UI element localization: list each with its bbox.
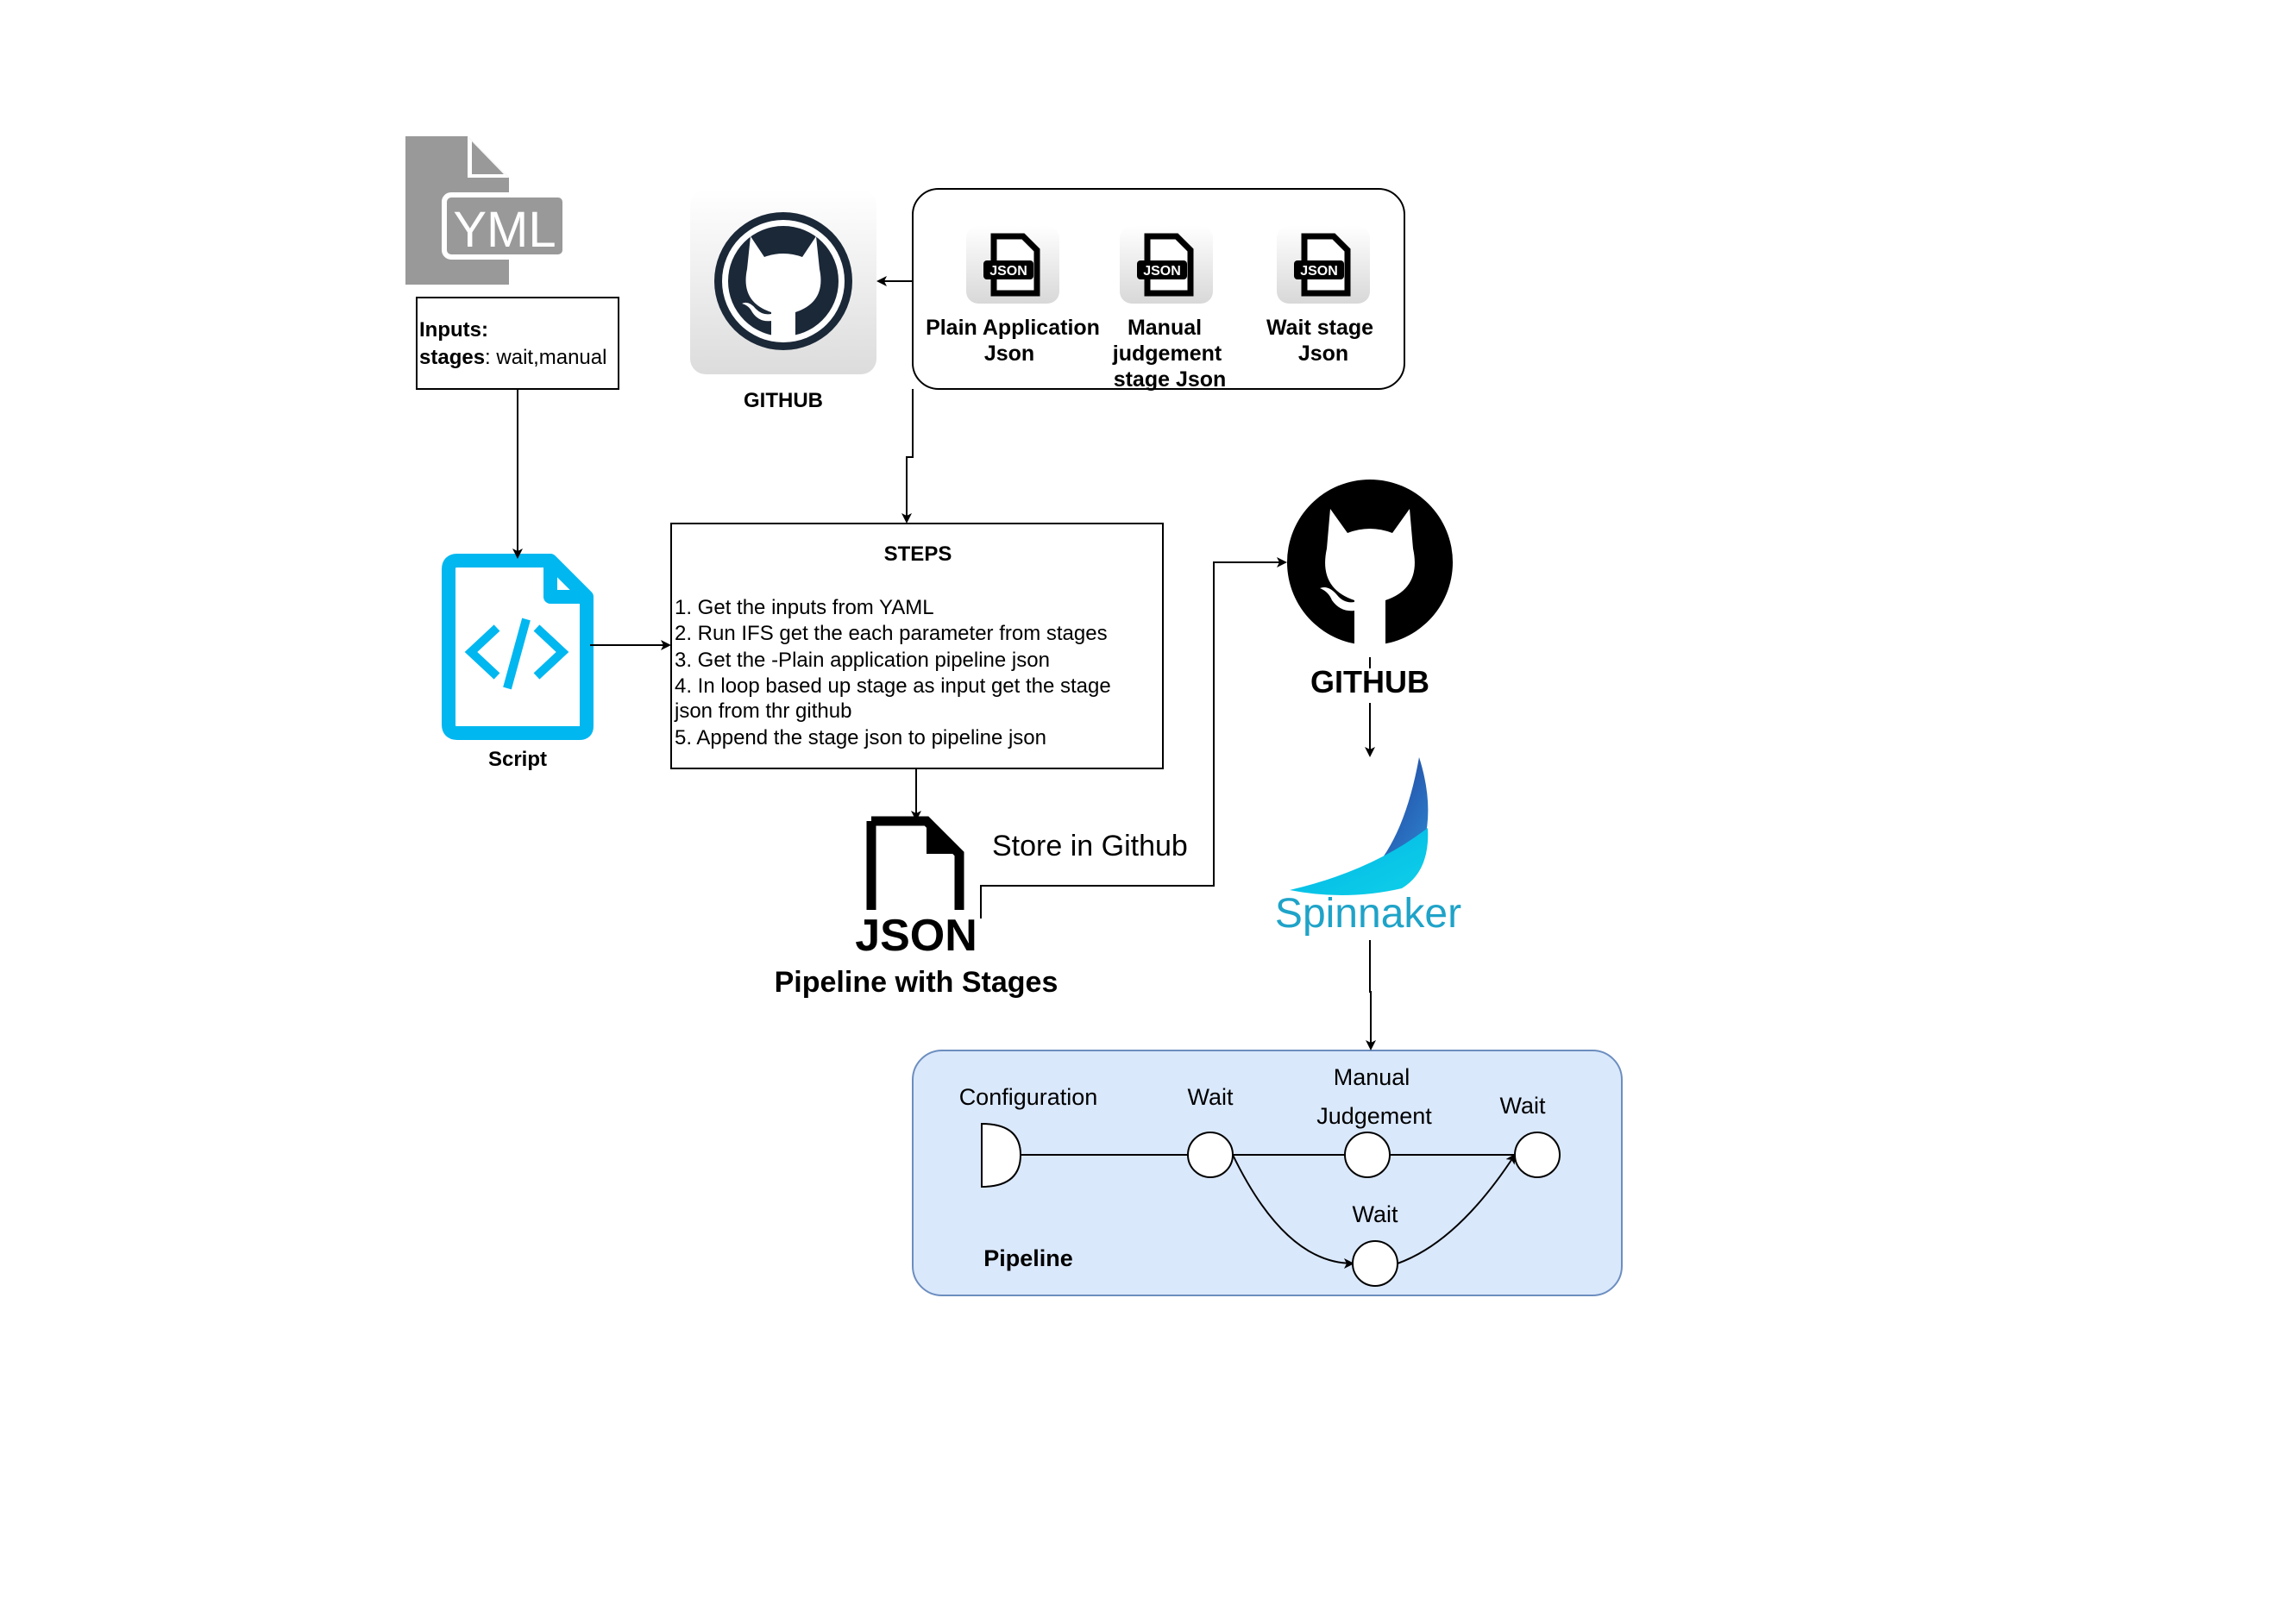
wait-node-end <box>1514 1132 1561 1178</box>
spinnaker-to-pipeline-arrow <box>1366 940 1376 1050</box>
inputs-title: Inputs: <box>419 318 488 342</box>
json-repo-box: JSON Plain Application Json JSON Manual … <box>912 188 1405 392</box>
inputs-stages: stages: wait,manual <box>419 346 606 369</box>
steps-title: STEPS <box>884 542 952 566</box>
spinnaker-logo: Spinnaker <box>1275 757 1461 937</box>
lower-to-end-edge <box>1397 1153 1517 1264</box>
step-line-3: 3. Get the -Plain application pipeline j… <box>675 649 1050 672</box>
repo-to-steps-arrow <box>901 389 914 524</box>
pipeline-json-badge: JSON <box>855 911 977 961</box>
wait-label-1: Wait <box>1188 1084 1234 1110</box>
wait-to-lower-edge <box>1232 1154 1354 1269</box>
manual-label-1: Manual <box>1334 1064 1410 1090</box>
wait-json-label-2: Json <box>1298 342 1348 366</box>
github-right-label: GITHUB <box>1310 664 1429 699</box>
steps-box: STEPS 1. Get the inputs from YAML 2. Run… <box>670 523 1164 769</box>
wait-node-lower <box>1352 1240 1398 1287</box>
script-label: Script <box>488 748 547 771</box>
github-icon <box>714 212 852 350</box>
plain-json-label-2: Json <box>984 342 1034 366</box>
manual-json-label-2: judgement <box>1112 342 1222 366</box>
spinnaker-label: Spinnaker <box>1275 891 1461 937</box>
step-line-5: json from thr github <box>674 699 851 723</box>
plain-json-label-1: Plain Application <box>926 316 1100 340</box>
wait-label-lower: Wait <box>1353 1201 1398 1227</box>
configuration-label: Configuration <box>959 1084 1098 1110</box>
json-to-github-arrow <box>980 557 1287 919</box>
inputs-box: Inputs: stages: wait,manual <box>416 297 619 390</box>
configuration-node <box>981 1122 1022 1188</box>
pipeline-label: Pipeline <box>983 1245 1073 1271</box>
manual-json-label-3: stage Json <box>1114 367 1227 392</box>
step-line-1: 1. Get the inputs from YAML <box>675 596 934 619</box>
json-file-icon-manual: JSON <box>1120 226 1213 304</box>
step-line-6: 5. Append the stage json to pipeline jso… <box>675 726 1046 749</box>
pipeline-json-file-icon: JSON Pipeline with Stages <box>775 816 1058 999</box>
pipeline-with-stages-label: Pipeline with Stages <box>775 966 1058 999</box>
pipeline-box: Pipeline Configuration Wait Manual Judge… <box>912 1050 1623 1296</box>
yml-file-icon: YML <box>405 136 568 285</box>
github-top-label: GITHUB <box>744 389 823 412</box>
step-line-4: 4. In loop based up stage as input get t… <box>675 674 1111 698</box>
manual-label-2: Judgement <box>1316 1103 1432 1129</box>
github-top: GITHUB <box>690 190 876 412</box>
wait-label-end: Wait <box>1500 1093 1546 1119</box>
github-icon <box>1287 480 1453 645</box>
yml-icon-label: YML <box>453 202 556 258</box>
json-file-icon-plain: JSON <box>966 226 1059 304</box>
wait-json-label-1: Wait stage <box>1266 316 1373 340</box>
step-line-2: 2. Run IFS get the each parameter from s… <box>675 622 1108 645</box>
svg-text:JSON: JSON <box>1300 264 1338 279</box>
store-in-github-label: Store in Github <box>992 830 1188 862</box>
json-file-icon-wait: JSON <box>1277 226 1370 304</box>
manual-json-label-1: Manual <box>1128 316 1202 340</box>
script-file-icon: Script <box>442 554 594 771</box>
wait-node-1 <box>1187 1132 1234 1178</box>
manual-judgement-node <box>1344 1132 1391 1178</box>
svg-text:JSON: JSON <box>1143 264 1181 279</box>
github-right: GITHUB <box>1287 480 1453 699</box>
svg-text:JSON: JSON <box>989 264 1027 279</box>
